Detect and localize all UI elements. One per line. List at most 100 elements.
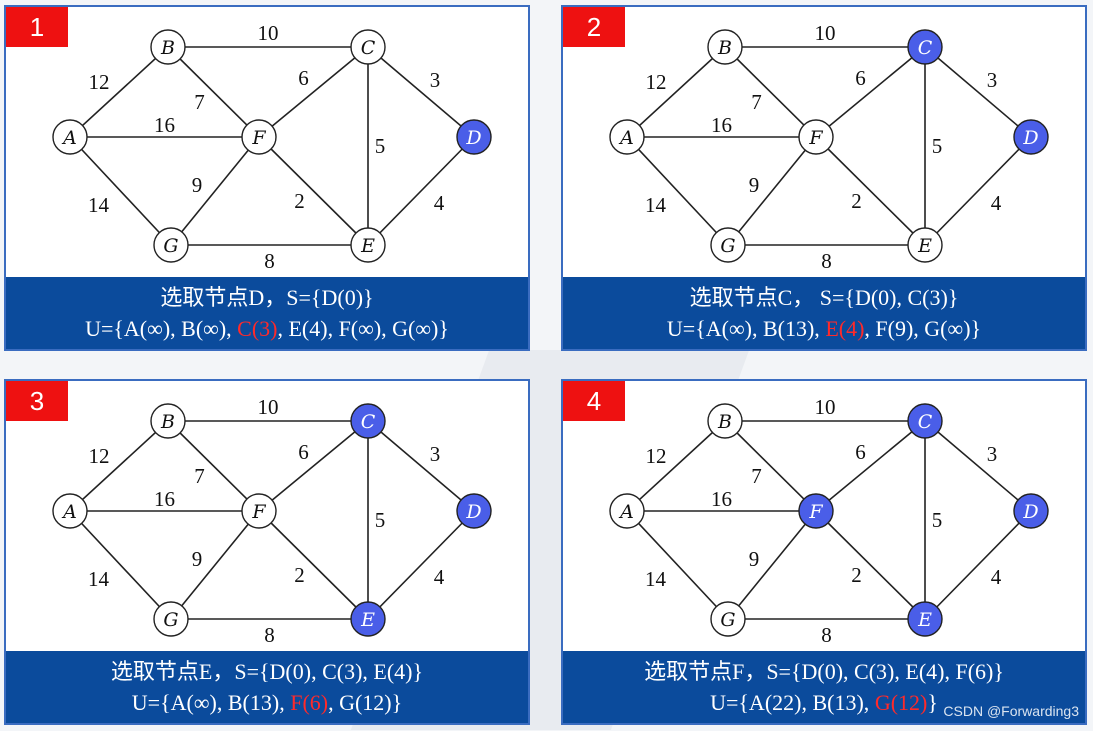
caption-selected-set: 选取节点D，S={D(0)} (160, 285, 374, 310)
node-circle-B (707, 29, 743, 65)
edge-B-F (167, 46, 260, 138)
step-caption: 选取节点F，S={D(0), C(3), E(4), F(6)} U={A(22)… (563, 651, 1085, 723)
node-label-B: B (160, 37, 175, 59)
edge-C-F (815, 46, 926, 138)
edge-weight-A-F: 16 (154, 113, 175, 137)
caption-unvisited-set: U={A(∞), B(∞), C(3), E(4), F(∞), G(∞)} (6, 313, 528, 344)
edge-F-E (258, 136, 369, 246)
watermark: CSDN @Forwarding3 (943, 703, 1079, 719)
node-circle-A (52, 493, 88, 529)
edge-weight-G-E: 8 (264, 249, 275, 273)
edge-weight-C-F: 6 (298, 66, 309, 90)
node-circle-B (150, 29, 186, 65)
node-D: D (456, 119, 492, 155)
edge-A-G (626, 136, 729, 246)
caption-unvisited-set: U={A(22), B(13), G(12)} (563, 687, 1085, 718)
node-B: B (150, 29, 186, 65)
node-label-C: C (918, 411, 933, 433)
caption-selected-set: 选取节点E，S={D(0), C(3), E(4)} (110, 659, 424, 684)
node-A: A (609, 119, 645, 155)
node-label-G: G (720, 609, 735, 631)
step-caption: 选取节点E，S={D(0), C(3), E(4)} U={A(∞), B(13)… (6, 651, 528, 723)
node-circle-F (798, 493, 834, 529)
node-label-A: A (61, 127, 77, 149)
edge-weight-B-C: 10 (258, 395, 279, 419)
node-label-D: D (465, 501, 481, 523)
edge-C-D (924, 420, 1032, 512)
edge-C-D (924, 46, 1032, 138)
edge-weight-B-C: 10 (258, 21, 279, 45)
node-A: A (609, 493, 645, 529)
node-C: C (350, 29, 386, 65)
node-E: E (350, 601, 386, 637)
node-circle-E (350, 227, 386, 263)
edge-D-E (924, 136, 1032, 246)
node-circle-D (1013, 493, 1049, 529)
edge-weight-F-E: 2 (851, 189, 862, 213)
node-label-F: F (251, 127, 266, 149)
node-label-B: B (717, 411, 732, 433)
edge-C-D (367, 420, 475, 512)
node-circle-E (907, 601, 943, 637)
step-badge: 3 (6, 381, 68, 421)
node-E: E (350, 227, 386, 263)
edge-weight-B-F: 7 (194, 464, 205, 488)
edge-A-B (69, 46, 169, 138)
node-D: D (1013, 119, 1049, 155)
edge-weight-C-D: 3 (987, 442, 998, 466)
node-circle-B (707, 403, 743, 439)
node-D: D (456, 493, 492, 529)
node-circle-F (241, 119, 277, 155)
node-circle-F (241, 493, 277, 529)
edge-weight-A-G: 14 (88, 193, 110, 217)
edge-weight-C-E: 5 (932, 508, 943, 532)
edge-B-F (724, 420, 817, 512)
caption-segment: U={A(∞), B(13), (666, 316, 826, 341)
node-label-F: F (251, 501, 266, 523)
node-E: E (907, 601, 943, 637)
node-F: F (241, 493, 277, 529)
edge-weight-A-B: 12 (646, 70, 667, 94)
edge-G-F (727, 136, 817, 246)
node-A: A (52, 119, 88, 155)
caption-selected-set: 选取节点F，S={D(0), C(3), E(4), F(6)} (644, 659, 1004, 684)
next-node-highlight: F(6) (290, 690, 329, 715)
node-label-E: E (917, 235, 932, 257)
edge-A-G (626, 510, 729, 620)
edge-weight-A-F: 16 (711, 113, 732, 137)
next-node-highlight: C(3) (237, 316, 278, 341)
edge-weight-G-E: 8 (821, 249, 832, 273)
node-label-A: A (618, 127, 634, 149)
edge-weight-B-F: 7 (194, 90, 205, 114)
edge-D-E (924, 510, 1032, 620)
edge-weight-A-G: 14 (645, 567, 667, 591)
node-G: G (710, 227, 746, 263)
node-C: C (350, 403, 386, 439)
node-label-E: E (360, 235, 375, 257)
edge-weight-C-F: 6 (298, 440, 309, 464)
node-label-F: F (808, 501, 823, 523)
edge-weight-F-E: 2 (294, 563, 305, 587)
edge-A-G (69, 510, 172, 620)
next-node-highlight: E(4) (825, 316, 865, 341)
node-label-C: C (918, 37, 933, 59)
node-B: B (150, 403, 186, 439)
node-label-D: D (1022, 501, 1038, 523)
node-circle-C (907, 29, 943, 65)
edge-weight-A-B: 12 (646, 444, 667, 468)
step-badge: 4 (563, 381, 625, 421)
node-label-G: G (163, 609, 178, 631)
edge-weight-G-E: 8 (264, 623, 275, 647)
edge-weight-C-E: 5 (375, 508, 386, 532)
caption-segment: U={A(∞), B(∞), (85, 316, 238, 341)
node-label-D: D (1022, 127, 1038, 149)
edge-weight-G-F: 9 (192, 547, 203, 571)
edge-F-E (815, 510, 926, 620)
caption-segment: U={A(∞), B(13), (131, 690, 291, 715)
node-circle-C (350, 403, 386, 439)
